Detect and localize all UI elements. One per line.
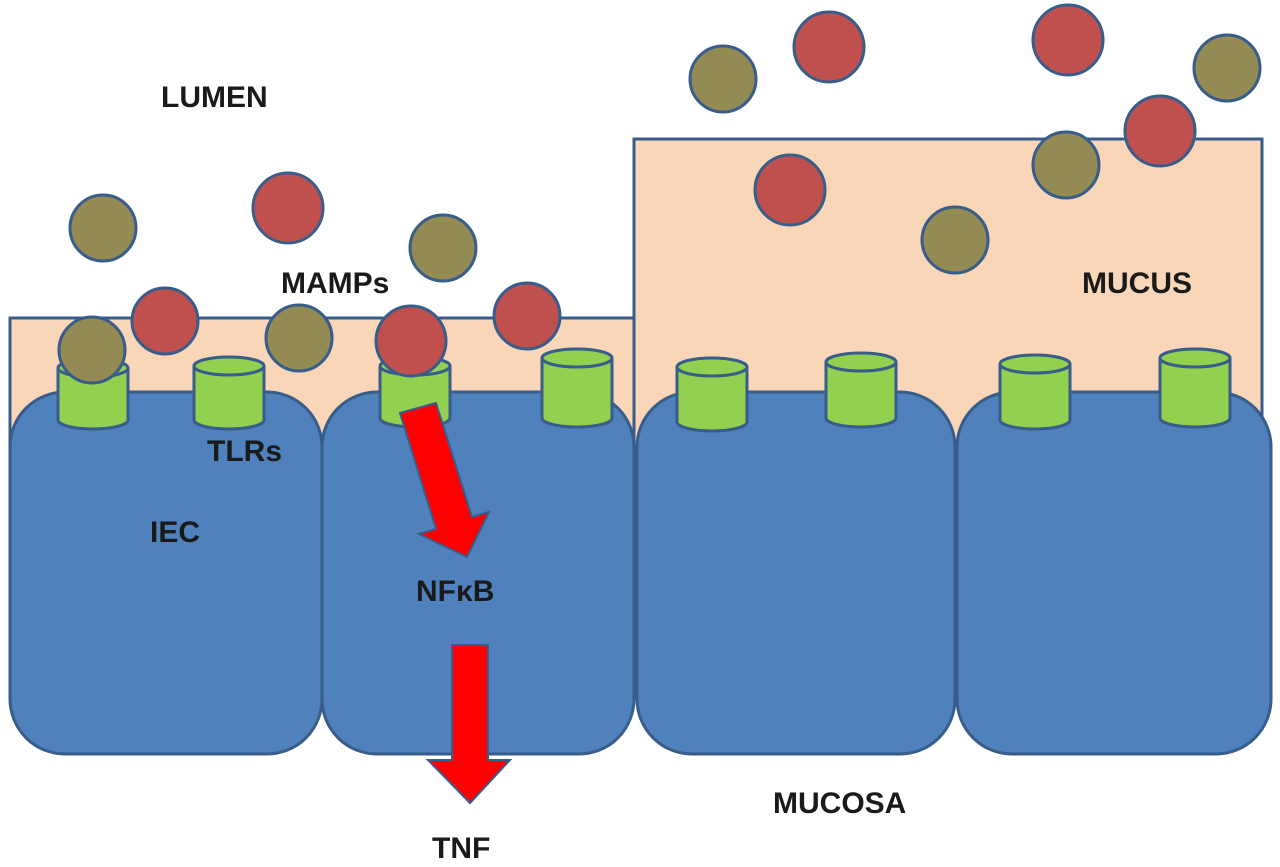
tlr-receptor — [540, 347, 614, 429]
mamp-particle-red — [130, 286, 200, 356]
signal-arrow-tnf — [425, 644, 513, 805]
signal-arrow-nfkb — [398, 401, 491, 559]
mamp-particle-red — [374, 304, 448, 378]
tlr-receptor — [1158, 347, 1232, 429]
tlr-receptor — [675, 356, 749, 433]
label-mucosa: MUCOSA — [773, 787, 906, 820]
label-tnf: TNF — [432, 832, 490, 865]
label-mucus: MUCUS — [1082, 267, 1192, 300]
mamp-particle-red — [251, 171, 325, 245]
label-nfkb: NFκB — [416, 575, 494, 608]
mamp-particle-red — [753, 153, 827, 227]
mamp-particle-olive — [57, 315, 127, 385]
tlr-receptor — [824, 351, 898, 429]
mamp-particle-red — [1123, 94, 1197, 168]
mamp-particle-olive — [1031, 130, 1101, 200]
mamp-particle-red — [1031, 3, 1105, 77]
label-iec: IEC — [150, 516, 200, 549]
mamp-particle-olive — [408, 213, 478, 283]
mamp-particle-olive — [68, 193, 138, 263]
tlr-receptor — [998, 353, 1072, 431]
label-tlrs: TLRs — [207, 435, 282, 468]
epithelial-cell-3 — [635, 390, 957, 756]
mamp-particle-olive — [264, 303, 334, 373]
mamp-particle-olive — [1192, 33, 1262, 103]
mamp-particle-olive — [920, 205, 990, 275]
mamp-particle-olive — [688, 44, 758, 114]
tlr-receptor — [192, 355, 266, 431]
label-mamps: MAMPs — [281, 267, 389, 300]
mamp-particle-red — [792, 10, 866, 84]
label-lumen: LUMEN — [161, 81, 268, 114]
epithelial-cell-4 — [955, 390, 1273, 756]
mamp-particle-red — [492, 281, 562, 351]
